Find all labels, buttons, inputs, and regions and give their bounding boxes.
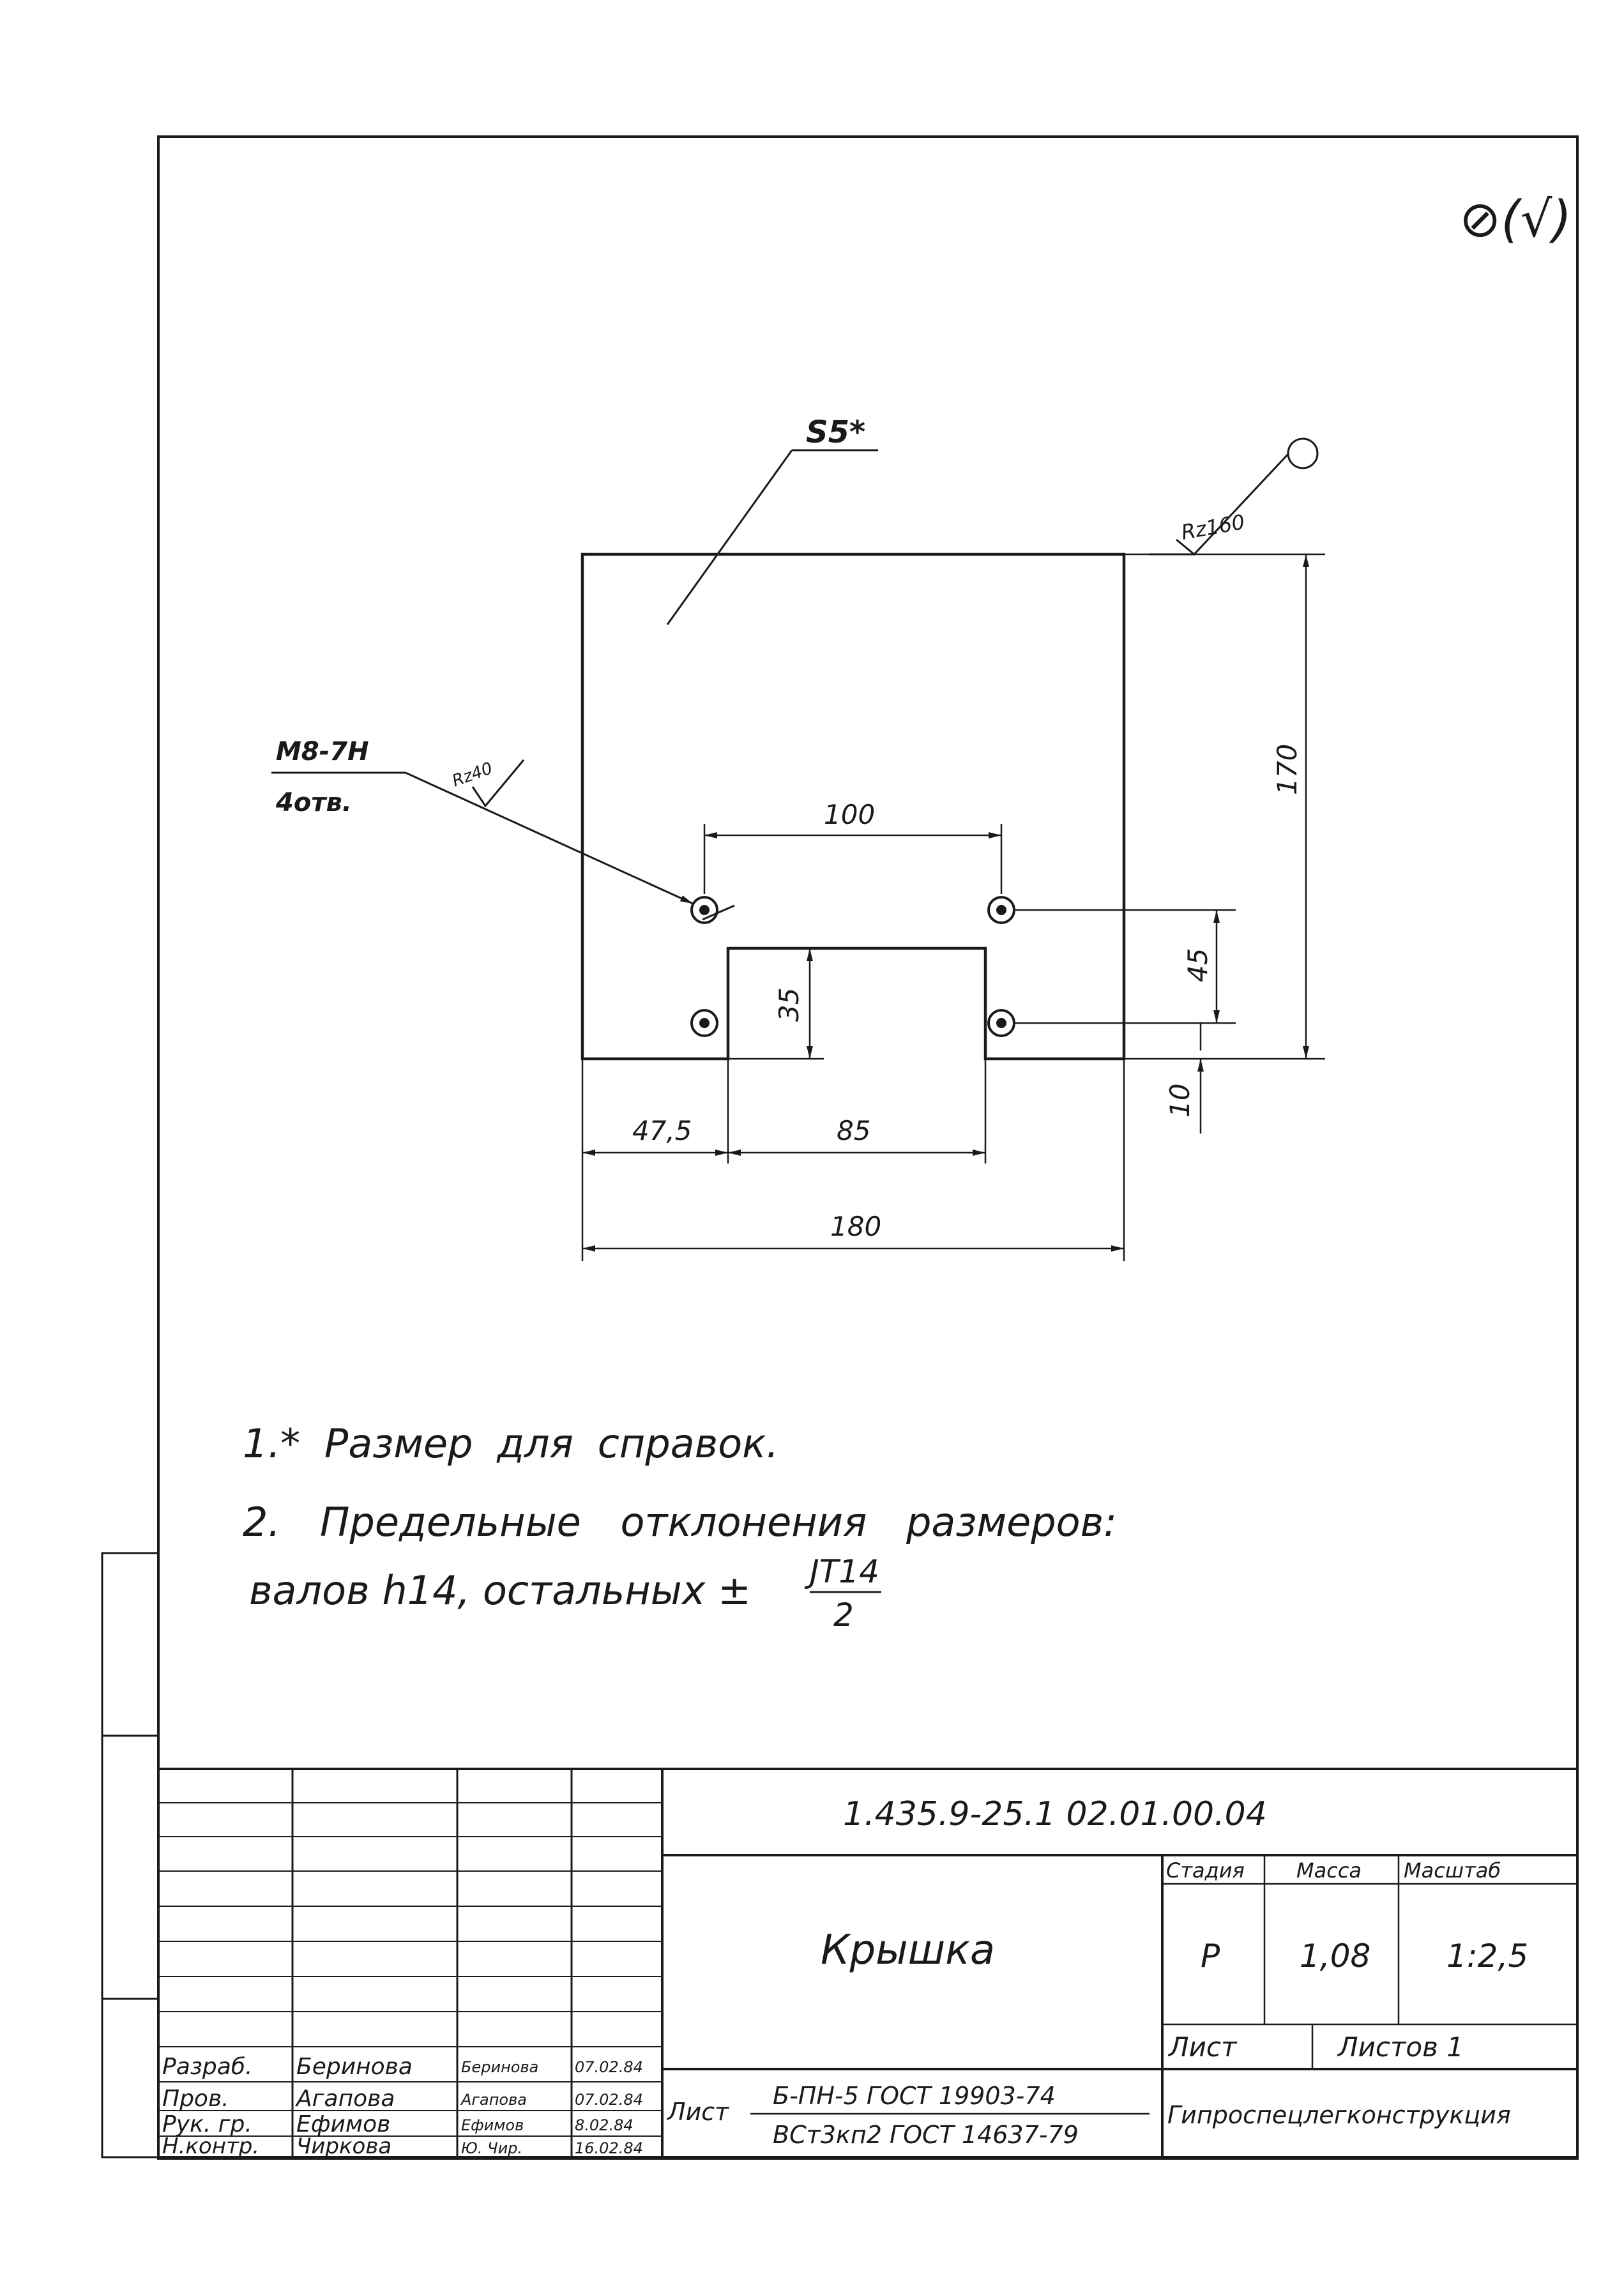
role-checker: Пров. [162, 2086, 229, 2112]
thickness-callout: S5* [666, 414, 878, 625]
sign-group-head: Ефимов [461, 2116, 524, 2134]
dim-hole-spacing-x-text: 100 [824, 799, 875, 830]
hole-top-left [690, 896, 718, 924]
material-line-2: ВСт3кп2 ГОСТ 14637-79 [773, 2121, 1079, 2149]
dim-notch-depth: 35 [728, 947, 824, 1060]
name-norm-control: Чиркова [296, 2134, 391, 2159]
material-prefix: Лист [666, 2098, 730, 2126]
dim-bottom-offset-text: 10 [1164, 1084, 1195, 1118]
surface-finish-mark: ⊘(√) [1459, 191, 1572, 248]
dim-height-total: 170 [1124, 553, 1325, 1060]
part-outline [581, 552, 1126, 1061]
sign-norm-control: Ю. Чир. [461, 2139, 522, 2157]
header-scale: Масштаб [1404, 1858, 1501, 1883]
role-developer: Разраб. [162, 2054, 252, 2080]
title-block: 1.435.9-25.1 02.01.00.04 Крышка Стадия М… [157, 1768, 1579, 2159]
header-mass: Масса [1296, 1858, 1362, 1883]
role-norm-control: Н.контр. [162, 2134, 259, 2159]
dim-hole-spacing-x: 100 [703, 799, 1003, 894]
scale-value: 1:2,5 [1446, 1938, 1528, 1975]
roughness-hole-label: Rz40 [450, 759, 495, 791]
sign-checker: Агапова [460, 2091, 527, 2109]
sheet-label: Лист [1167, 2031, 1238, 2063]
role-group-head: Рук. гр. [162, 2111, 252, 2137]
thickness-label: S5* [806, 414, 865, 450]
dim-notch-depth-text: 35 [773, 988, 805, 1022]
dim-hole-spacing-y: 45 [1015, 909, 1236, 1024]
organization: Гипроспецлегконструкция [1167, 2101, 1511, 2129]
roughness-top-label: Rz160 [1180, 510, 1247, 545]
dim-bottom-offset: 10 [1164, 1023, 1204, 1134]
note-3-fraction-num: JT14 [804, 1553, 879, 1590]
note-2: 2. Предельные отклонения размеров: [243, 1499, 1117, 1545]
dim-width-total: 180 [582, 1211, 1124, 1252]
name-checker: Агапова [295, 2086, 395, 2112]
dim-height-total-text: 170 [1271, 744, 1303, 795]
date-group-head: 8.02.84 [575, 2116, 634, 2134]
mass-value: 1,08 [1300, 1938, 1370, 1975]
dim-width-total-text: 180 [830, 1211, 881, 1242]
hole-top-right [987, 896, 1015, 924]
threaded-holes [690, 896, 1015, 1037]
note-3-prefix: валов h14, остальных ± [249, 1567, 751, 1614]
hole-bottom-right [987, 1009, 1015, 1037]
hole-thread-label: M8-7H [276, 737, 369, 766]
sheets-label: Листов 1 [1337, 2031, 1464, 2063]
dim-left-offset-text: 47,5 [632, 1115, 692, 1146]
dim-notch-width-text: 85 [837, 1115, 870, 1146]
document-code: 1.435.9-25.1 02.01.00.04 [843, 1795, 1267, 1833]
dim-bottom-chain: 47,5 85 [581, 1059, 1125, 1261]
sign-developer: Беринова [461, 2058, 538, 2076]
hole-count-label: 4отв. [275, 788, 352, 817]
note-1: 1.* Размер для справок. [243, 1420, 778, 1467]
stage-value: Р [1201, 1938, 1220, 1975]
note-3-fraction-den: 2 [833, 1597, 854, 1634]
dim-hole-spacing-y-text: 45 [1182, 948, 1213, 982]
date-developer: 07.02.84 [575, 2058, 643, 2076]
technical-notes: 1.* Размер для справок. 2. Предельные от… [243, 1420, 1117, 1634]
roughness-symbol-top: Rz160 [1150, 437, 1319, 556]
name-developer: Беринова [296, 2054, 413, 2080]
date-norm-control: 16.02.84 [575, 2139, 643, 2157]
hole-callout: M8-7H 4отв. Rz40 [271, 737, 735, 921]
part-name: Крышка [821, 1927, 995, 1974]
date-checker: 07.02.84 [575, 2091, 643, 2109]
material-line-1: Б-ПН-5 ГОСТ 19903-74 [773, 2082, 1056, 2110]
hole-bottom-left [690, 1009, 718, 1037]
header-stage: Стадия [1166, 1858, 1245, 1883]
name-group-head: Ефимов [296, 2111, 390, 2137]
